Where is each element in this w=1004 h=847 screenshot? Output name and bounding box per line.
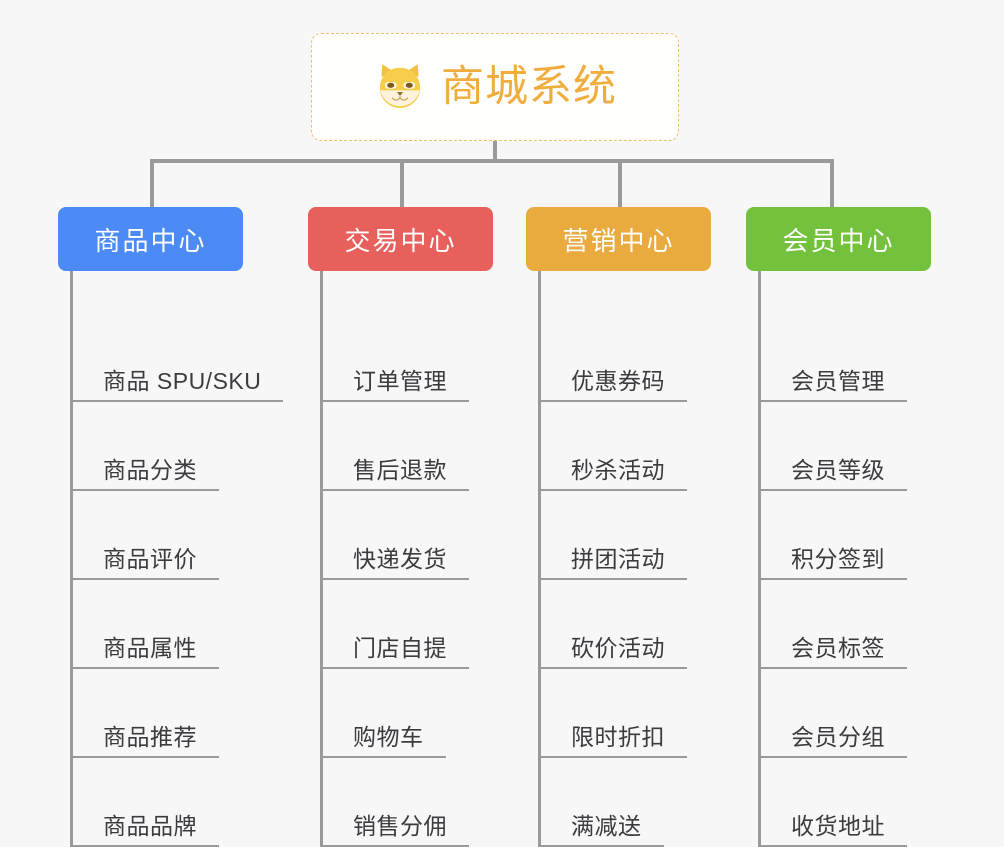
list-item[interactable]: 满减送: [541, 758, 711, 847]
leaf-label: 积分签到: [761, 546, 907, 580]
leaf-label: 商品推荐: [73, 724, 219, 758]
list-item[interactable]: 商品 SPU/SKU: [73, 271, 284, 402]
list-item[interactable]: 售后退款: [323, 402, 493, 491]
list-item[interactable]: 会员标签: [761, 580, 931, 669]
branch-marketing-center: 营销中心 优惠券码 秒杀活动 拼团活动 砍价活动 限时折扣 满减送: [526, 207, 711, 847]
branch-product-center: 商品中心 商品 SPU/SKU 商品分类 商品评价 商品属性 商品推荐 商品品牌: [58, 207, 284, 847]
branch-header-label-3: 营销中心: [562, 225, 675, 256]
list-item[interactable]: 商品分类: [73, 402, 243, 491]
leaf-label: 拼团活动: [541, 546, 687, 580]
list-item[interactable]: 购物车: [323, 669, 493, 758]
list-item[interactable]: 门店自提: [323, 580, 493, 669]
connector-horizontal-bus: [150, 159, 832, 163]
leaf-label: 销售分佣: [323, 813, 469, 847]
connector-drop-3: [618, 159, 622, 209]
leaf-list-2: 订单管理 售后退款 快递发货 门店自提 购物车 销售分佣: [320, 271, 493, 847]
branch-header-3[interactable]: 营销中心: [526, 207, 711, 271]
list-item[interactable]: 会员分组: [761, 669, 931, 758]
branch-header-label-2: 交易中心: [344, 225, 457, 256]
connector-root-stem: [493, 141, 497, 163]
root-node[interactable]: 商城系统: [311, 33, 679, 141]
list-item[interactable]: 限时折扣: [541, 669, 711, 758]
branch-header-label-4: 会员中心: [782, 225, 895, 256]
leaf-label: 售后退款: [323, 457, 469, 491]
leaf-label: 砍价活动: [541, 635, 687, 669]
leaf-label: 会员等级: [761, 457, 907, 491]
connector-drop-1: [150, 159, 154, 209]
branch-member-center: 会员中心 会员管理 会员等级 积分签到 会员标签 会员分组 收货地址: [746, 207, 931, 847]
leaf-list-1: 商品 SPU/SKU 商品分类 商品评价 商品属性 商品推荐 商品品牌: [70, 271, 284, 847]
list-item[interactable]: 收货地址: [761, 758, 931, 847]
connector-drop-4: [830, 159, 834, 209]
leaf-label: 优惠券码: [541, 368, 687, 402]
list-item[interactable]: 会员等级: [761, 402, 931, 491]
leaf-label: 商品分类: [73, 457, 219, 491]
list-item[interactable]: 商品品牌: [73, 758, 243, 847]
shiba-dog-icon: [373, 60, 427, 114]
list-item[interactable]: 砍价活动: [541, 580, 711, 669]
branch-trade-center: 交易中心 订单管理 售后退款 快递发货 门店自提 购物车 销售分佣: [308, 207, 493, 847]
list-item[interactable]: 积分签到: [761, 491, 931, 580]
list-item[interactable]: 商品属性: [73, 580, 243, 669]
list-item[interactable]: 拼团活动: [541, 491, 711, 580]
leaf-label: 订单管理: [323, 368, 469, 402]
list-item[interactable]: 快递发货: [323, 491, 493, 580]
leaf-label: 快递发货: [323, 546, 469, 580]
list-item[interactable]: 秒杀活动: [541, 402, 711, 491]
branch-header-1[interactable]: 商品中心: [58, 207, 243, 271]
branch-header-4[interactable]: 会员中心: [746, 207, 931, 271]
leaf-list-3: 优惠券码 秒杀活动 拼团活动 砍价活动 限时折扣 满减送: [538, 271, 711, 847]
list-item[interactable]: 优惠券码: [541, 271, 711, 402]
leaf-label: 会员分组: [761, 724, 907, 758]
leaf-label: 收货地址: [761, 813, 907, 847]
branch-header-label-1: 商品中心: [94, 225, 207, 256]
list-item[interactable]: 订单管理: [323, 271, 493, 402]
leaf-label: 会员标签: [761, 635, 907, 669]
connector-drop-2: [400, 159, 404, 209]
leaf-label: 商品 SPU/SKU: [73, 368, 284, 402]
leaf-label: 秒杀活动: [541, 457, 687, 491]
branch-header-2[interactable]: 交易中心: [308, 207, 493, 271]
root-title: 商城系统: [441, 62, 617, 111]
leaf-label: 购物车: [323, 724, 446, 758]
leaf-label: 商品评价: [73, 546, 219, 580]
leaf-list-4: 会员管理 会员等级 积分签到 会员标签 会员分组 收货地址: [758, 271, 931, 847]
list-item[interactable]: 商品推荐: [73, 669, 243, 758]
leaf-label: 商品属性: [73, 635, 219, 669]
list-item[interactable]: 会员管理: [761, 271, 931, 402]
leaf-label: 满减送: [541, 813, 664, 847]
leaf-label: 会员管理: [761, 368, 907, 402]
leaf-label: 限时折扣: [541, 724, 687, 758]
leaf-label: 商品品牌: [73, 813, 219, 847]
leaf-label: 门店自提: [323, 635, 469, 669]
list-item[interactable]: 商品评价: [73, 491, 243, 580]
list-item[interactable]: 销售分佣: [323, 758, 493, 847]
